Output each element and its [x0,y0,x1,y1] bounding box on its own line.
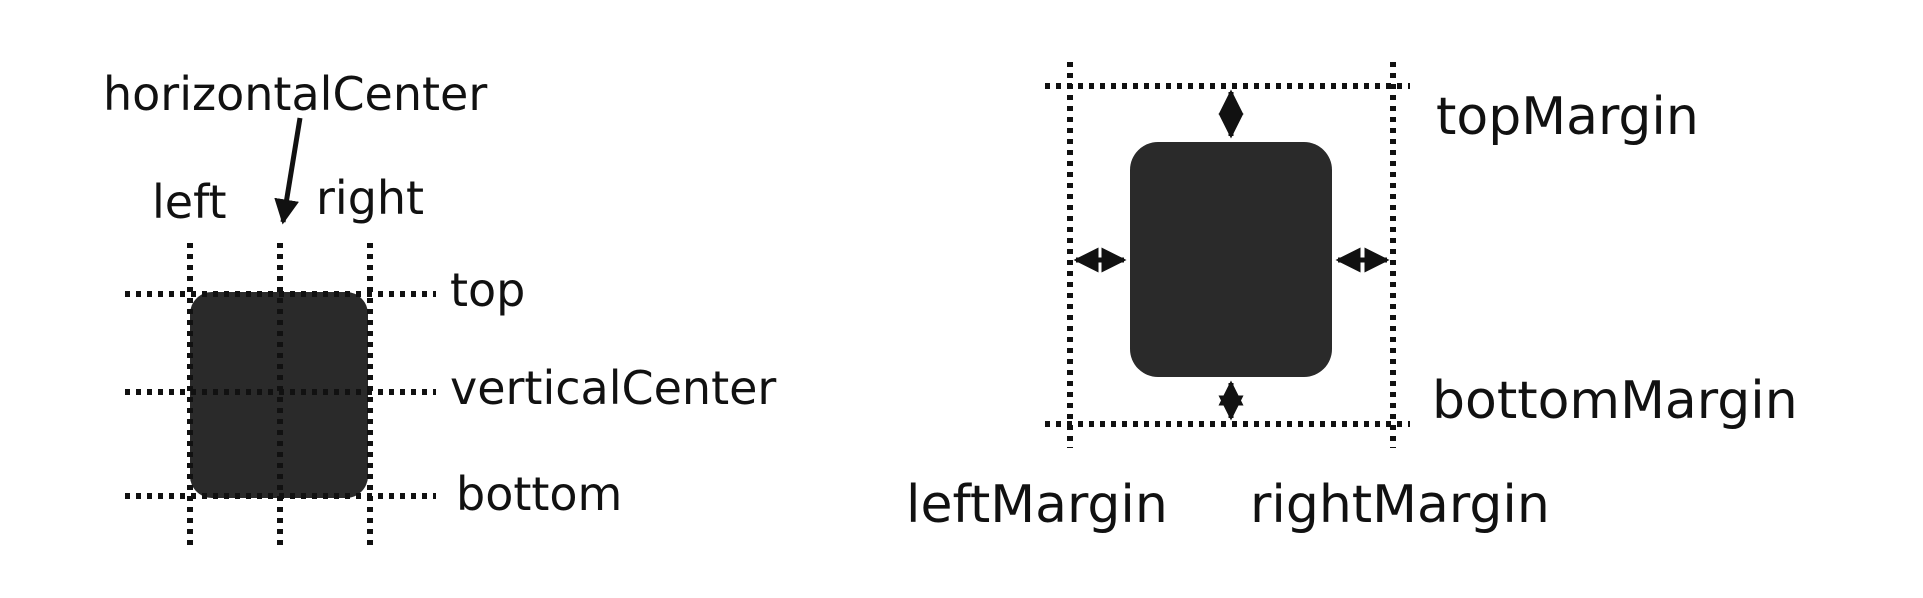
top-label: top [450,263,525,317]
bottom-label: bottom [456,467,622,521]
margined-item-rect [1130,142,1332,377]
horizontal-center-pointer-arrow [274,117,303,225]
right-label: right [316,171,424,225]
right-margin-label: rightMargin [1250,475,1550,535]
left-label: left [152,175,227,229]
anchor-lines-diagram: horizontalCenter left right top vertical… [103,67,776,545]
bottom-margin-label: bottomMargin [1432,371,1798,431]
horizontal-center-label: horizontalCenter [103,67,487,121]
vertical-center-label: verticalCenter [450,361,776,415]
margins-diagram: topMargin bottomMargin leftMargin rightM… [906,62,1798,535]
top-margin-label: topMargin [1436,87,1699,147]
left-margin-label: leftMargin [906,475,1168,535]
